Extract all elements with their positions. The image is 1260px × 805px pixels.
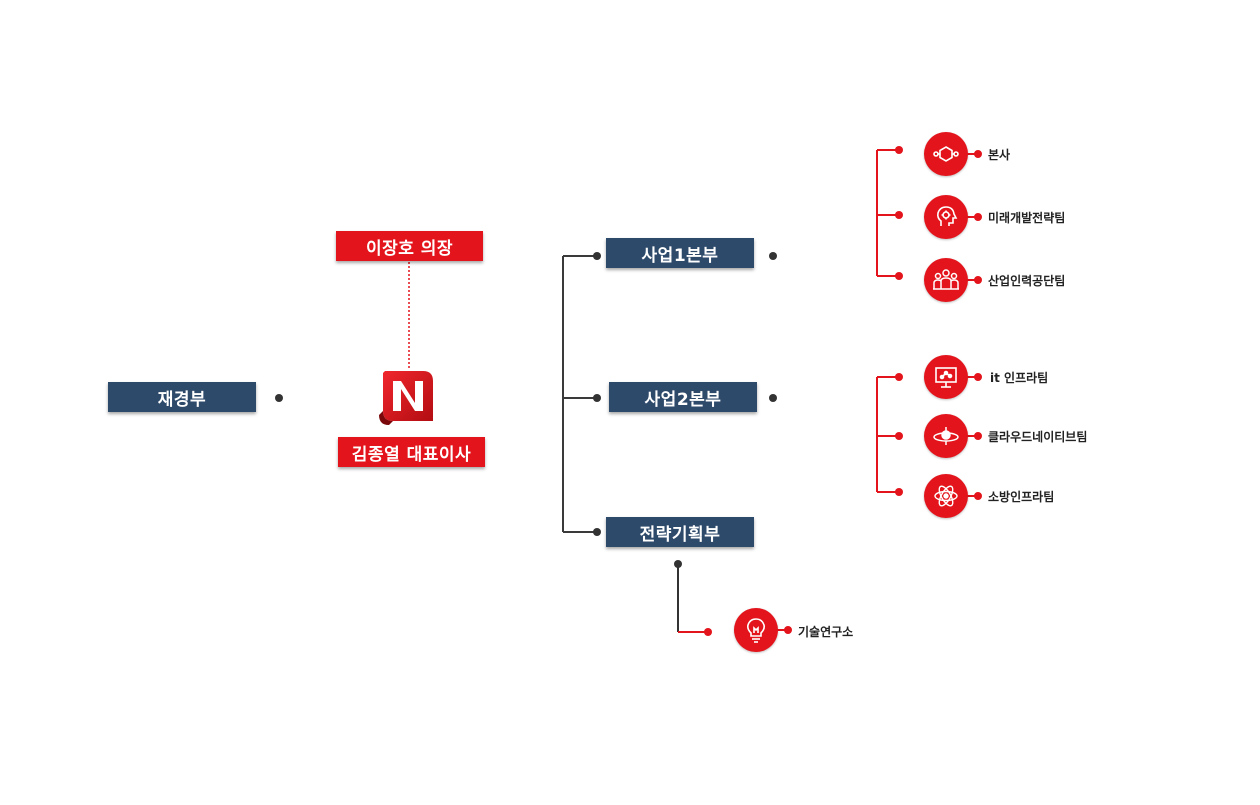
strategy-box: 전략기획부 <box>606 517 754 547</box>
hexagon-molecule-icon <box>924 132 968 176</box>
connector-dot <box>769 252 777 260</box>
division-2-box: 사업2본부 <box>609 382 757 412</box>
connector-dot <box>769 394 777 402</box>
team-label-it-infra: it 인프라팀 <box>990 371 1049 385</box>
chairman-box: 이장호 의장 <box>336 231 483 261</box>
connector-dot <box>275 394 283 402</box>
presentation-screen-icon <box>924 355 968 399</box>
division-1-box: 사업1본부 <box>606 238 754 268</box>
connector-dot <box>593 528 601 536</box>
connector-dot <box>593 252 601 260</box>
team-label-cloud-native: 클라우드네이티브팀 <box>988 430 1088 444</box>
team-label-research-lab: 기술연구소 <box>798 625 854 639</box>
team-label-hq: 본사 <box>988 148 1011 162</box>
cloud-orbit-icon <box>924 414 968 458</box>
connector-dot <box>593 394 601 402</box>
team-label-fire-infra: 소방인프라팀 <box>988 490 1055 504</box>
head-gear-icon <box>924 195 968 239</box>
people-group-icon <box>924 258 968 302</box>
label-connectors <box>777 150 982 634</box>
company-logo <box>379 371 433 425</box>
team-label-future-strategy: 미래개발전략팀 <box>988 211 1066 225</box>
lightbulb-icon <box>734 608 778 652</box>
ceo-box: 김종열 대표이사 <box>338 437 485 467</box>
atom-icon <box>924 474 968 518</box>
finance-box: 재경부 <box>108 382 256 412</box>
team-label-hrd: 산업인력공단팀 <box>988 274 1066 288</box>
